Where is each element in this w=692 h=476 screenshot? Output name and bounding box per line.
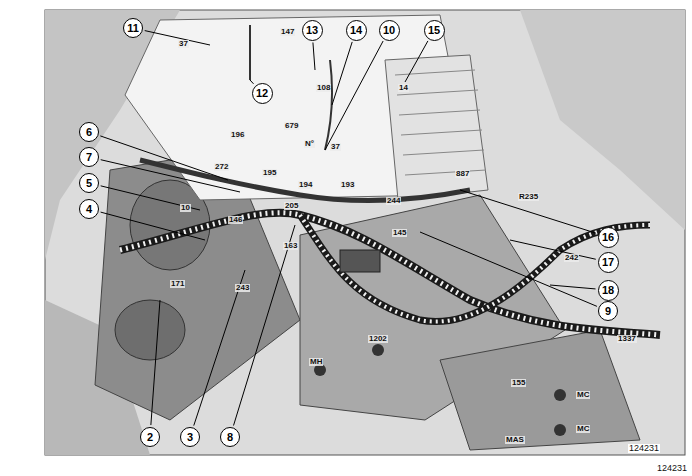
- callout-number: 5: [86, 178, 92, 189]
- callout-number: 10: [383, 25, 395, 36]
- wire-code: MH: [309, 358, 323, 366]
- earth-point: [372, 344, 384, 356]
- battery-tray: [440, 330, 640, 450]
- leader-line: [325, 41, 383, 150]
- callout-circle: 3: [180, 427, 200, 447]
- wire-code: 195: [262, 169, 277, 177]
- wire-code: 193: [340, 181, 355, 189]
- wire-code: 1337: [617, 335, 637, 343]
- wire-code: MC: [576, 391, 590, 399]
- wire-code: 205: [284, 202, 299, 210]
- wire-code: 146: [228, 216, 243, 224]
- wire-code: R235: [518, 193, 539, 201]
- callout-circle: 12: [252, 83, 273, 104]
- leader-line: [405, 41, 428, 82]
- wire-code: 147: [280, 28, 295, 36]
- callout-circle: 4: [79, 199, 99, 219]
- wiring-harness: [120, 213, 660, 335]
- wire-code: MC: [576, 425, 590, 433]
- wire-code: 171: [170, 280, 185, 288]
- wire-code: 242: [564, 254, 579, 262]
- wire-code: 37: [178, 40, 189, 48]
- callout-number: 8: [227, 432, 233, 443]
- pulley: [115, 300, 185, 360]
- leader-line: [101, 212, 205, 240]
- leader-line: [510, 240, 596, 259]
- wiring-harness: [300, 215, 650, 322]
- callout-number: 11: [127, 23, 139, 34]
- callout-circle: 10: [379, 20, 400, 41]
- callout-circle: 7: [79, 147, 99, 167]
- right-fender: [520, 10, 685, 230]
- leader-line: [332, 42, 352, 105]
- callout-number: 13: [306, 25, 318, 36]
- wire-code: N°: [304, 140, 315, 148]
- rib-lines: [395, 70, 486, 175]
- callout-number: 17: [602, 257, 614, 268]
- callout-circle: 14: [346, 20, 367, 41]
- leader-line: [151, 300, 160, 425]
- callout-number: 18: [602, 285, 614, 296]
- wire-code: 10: [180, 204, 191, 212]
- fuse-box: [340, 250, 380, 272]
- wire-code: 163: [283, 242, 298, 250]
- wire-code: 37: [330, 143, 341, 151]
- wire-code: 108: [316, 84, 331, 92]
- air-filter-ribs: [385, 55, 488, 200]
- wire-code: 887: [455, 170, 470, 178]
- callout-number: 3: [187, 432, 193, 443]
- callout-circle: 5: [79, 173, 99, 193]
- leader-line: [460, 190, 596, 233]
- figure-reference: 124231: [628, 444, 660, 453]
- wire-code: 679: [284, 122, 299, 130]
- leader-line: [550, 285, 596, 289]
- callout-number: 15: [428, 25, 440, 36]
- callout-number: 12: [256, 88, 268, 99]
- earth-point: [554, 424, 566, 436]
- callout-circle: 2: [140, 427, 160, 447]
- wire-code: MAS: [505, 436, 525, 444]
- callout-circle: 18: [598, 280, 619, 301]
- callout-circle: 15: [424, 20, 445, 41]
- callout-number: 7: [86, 152, 92, 163]
- callout-circle: 16: [598, 227, 619, 248]
- wires: [250, 25, 332, 150]
- leader-lines: [100, 31, 597, 426]
- wire-code: 243: [235, 284, 250, 292]
- callout-number: 4: [86, 204, 92, 215]
- callout-circle: 9: [598, 301, 618, 321]
- wire-code: 1202: [368, 335, 388, 343]
- wire-code: 155: [511, 379, 526, 387]
- wire-code: 272: [214, 163, 229, 171]
- callout-number: 9: [605, 306, 611, 317]
- wire-code: 145: [392, 229, 407, 237]
- callout-circle: 17: [598, 252, 619, 273]
- leader-line: [101, 160, 240, 192]
- callout-circle: 11: [123, 18, 143, 38]
- leader-line: [313, 42, 315, 70]
- callout-circle: 6: [79, 122, 99, 142]
- callout-number: 14: [350, 25, 362, 36]
- wire-code: 244: [386, 197, 401, 205]
- figure-reference: 124231: [656, 464, 688, 473]
- leader-line: [420, 232, 597, 306]
- wire-code: 194: [298, 181, 313, 189]
- earth-point: [554, 389, 566, 401]
- callout-number: 6: [86, 127, 92, 138]
- wire-code: 14: [398, 84, 409, 92]
- callout-circle: 8: [220, 427, 240, 447]
- harness-wrap: [300, 215, 650, 322]
- leader-line: [100, 136, 228, 180]
- harness-wrap: [120, 213, 660, 335]
- callout-number: 16: [602, 232, 614, 243]
- leader-line: [234, 225, 295, 426]
- leader-line: [250, 80, 254, 84]
- bay-ground: [45, 10, 685, 455]
- leader-line: [194, 270, 245, 426]
- callout-circle: 13: [302, 20, 323, 41]
- callout-number: 2: [147, 432, 153, 443]
- wire-code: 196: [230, 131, 245, 139]
